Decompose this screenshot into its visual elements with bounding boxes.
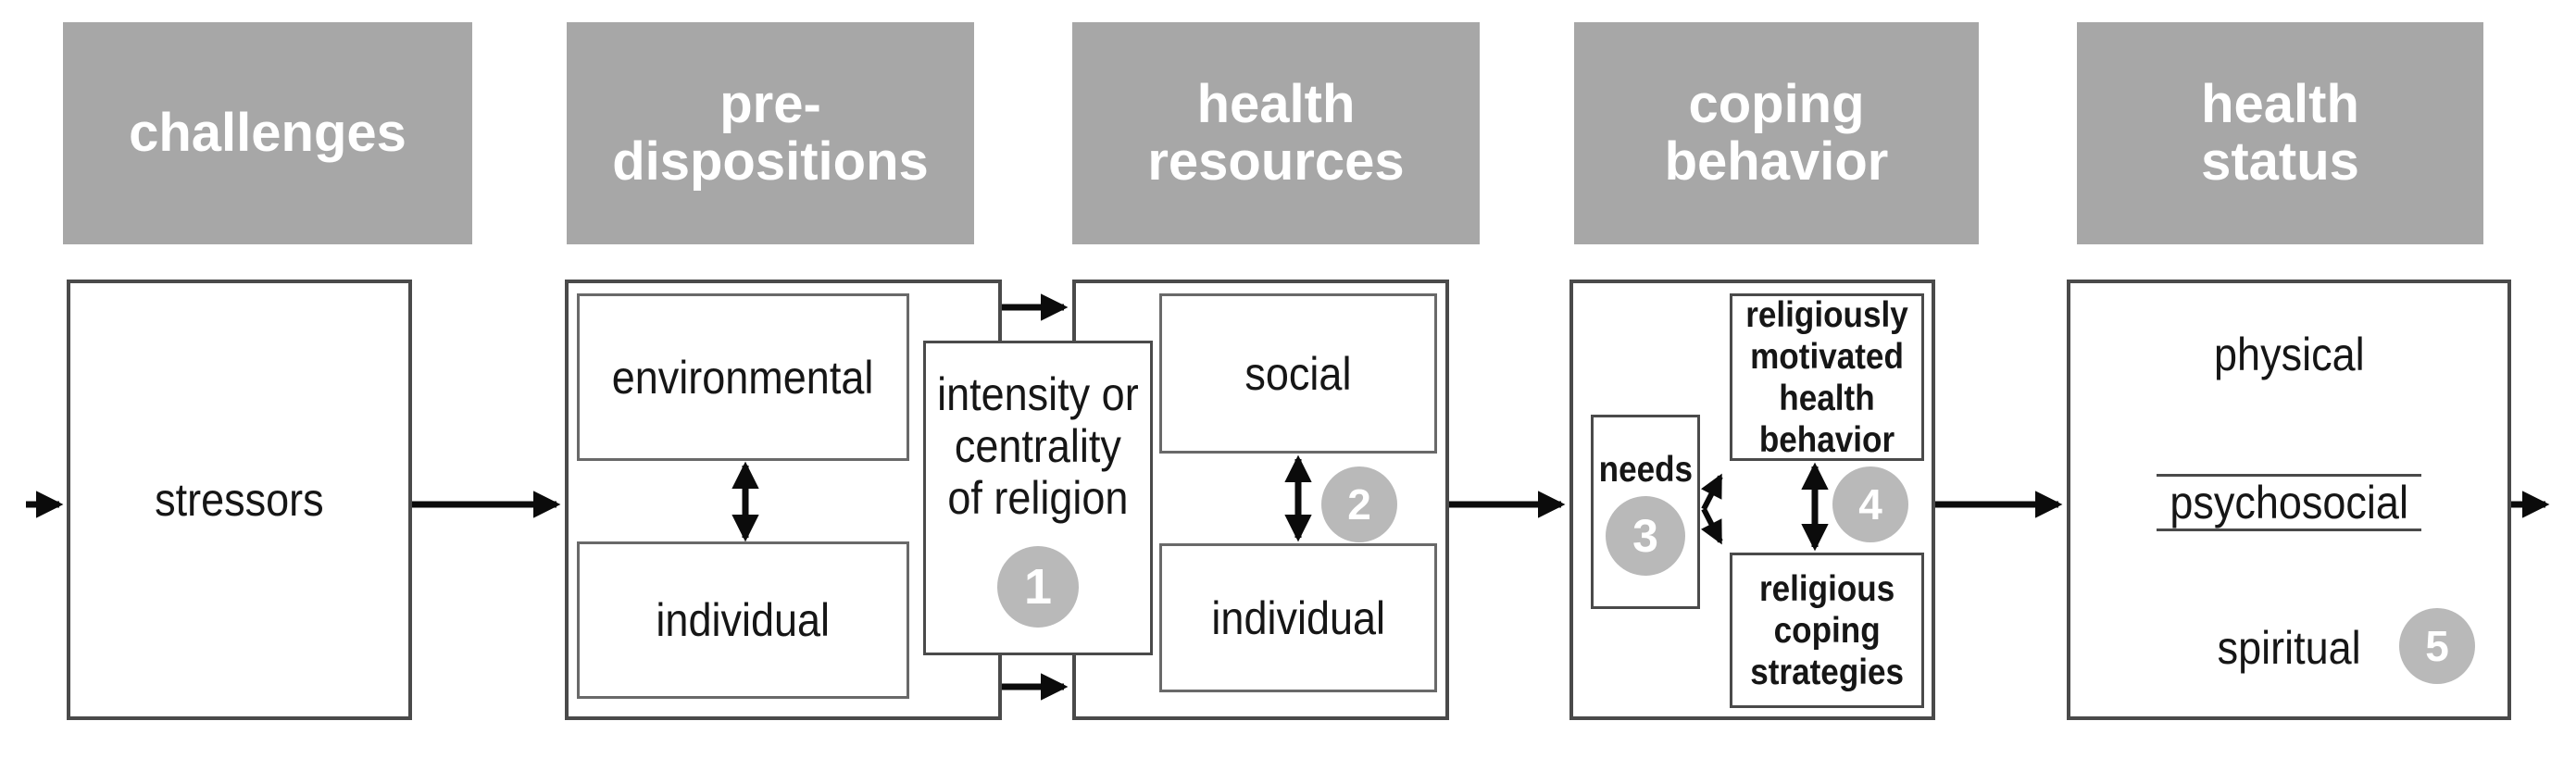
needs-box: needs 3 xyxy=(1591,415,1700,609)
badge-2: 2 xyxy=(1321,466,1397,542)
needs-label: needs xyxy=(1598,449,1693,490)
column-header-predispositions-label: pre- dispositions xyxy=(612,74,929,192)
column-header-health-status: health status xyxy=(2077,22,2483,244)
column-header-health-resources: health resources xyxy=(1072,22,1480,244)
spiritual-label: spiritual xyxy=(2217,622,2361,674)
badge-5: 5 xyxy=(2399,608,2475,684)
badge-1: 1 xyxy=(997,546,1079,628)
column-header-coping-behavior-label: coping behavior xyxy=(1664,74,1889,192)
badge-3-number: 3 xyxy=(1632,509,1658,562)
social-box: social xyxy=(1159,293,1437,454)
stressors-box: stressors xyxy=(67,280,412,720)
environmental-label: environmental xyxy=(612,351,874,404)
religiously-motivated-health-behavior-box: religiously motivated health behavior xyxy=(1730,293,1924,461)
social-label: social xyxy=(1244,347,1352,400)
individual-predispositions-label: individual xyxy=(656,594,831,646)
badge-3: 3 xyxy=(1606,495,1685,576)
physical-label: physical xyxy=(2213,328,2365,380)
badge-5-number: 5 xyxy=(2425,622,2449,670)
stressors-label: stressors xyxy=(155,474,324,526)
psychosocial-section: psychosocial xyxy=(2156,473,2422,531)
badge-4-number: 4 xyxy=(1858,480,1882,529)
column-header-predispositions: pre- dispositions xyxy=(567,22,974,244)
column-header-challenges-label: challenges xyxy=(129,103,406,163)
health-status-box: physical psychosocial spiritual xyxy=(2067,280,2511,720)
intensity-centrality-religion-box: intensity or centrality of religion 1 xyxy=(923,341,1153,655)
intensity-centrality-religion-label: intensity or centrality of religion xyxy=(937,368,1139,524)
individual-predispositions-box: individual xyxy=(577,541,909,699)
environmental-box: environmental xyxy=(577,293,909,461)
religious-coping-strategies-label: religious coping strategies xyxy=(1750,568,1904,692)
column-header-coping-behavior: coping behavior xyxy=(1574,22,1979,244)
column-header-health-status-label: health status xyxy=(2201,74,2359,192)
spiritual-section: spiritual xyxy=(2157,622,2421,674)
individual-health-resources-label: individual xyxy=(1211,591,1385,644)
badge-2-number: 2 xyxy=(1347,480,1371,529)
column-header-challenges: challenges xyxy=(63,22,472,244)
psychosocial-label: psychosocial xyxy=(2170,476,2408,529)
column-header-health-resources-label: health resources xyxy=(1147,74,1405,192)
badge-4: 4 xyxy=(1832,466,1908,542)
individual-health-resources-box: individual xyxy=(1159,543,1437,692)
badge-1-number: 1 xyxy=(1023,559,1053,615)
religious-coping-strategies-box: religious coping strategies xyxy=(1730,553,1924,708)
physical-section: physical xyxy=(2157,329,2421,380)
religiously-motivated-health-behavior-label: religiously motivated health behavior xyxy=(1745,294,1908,460)
